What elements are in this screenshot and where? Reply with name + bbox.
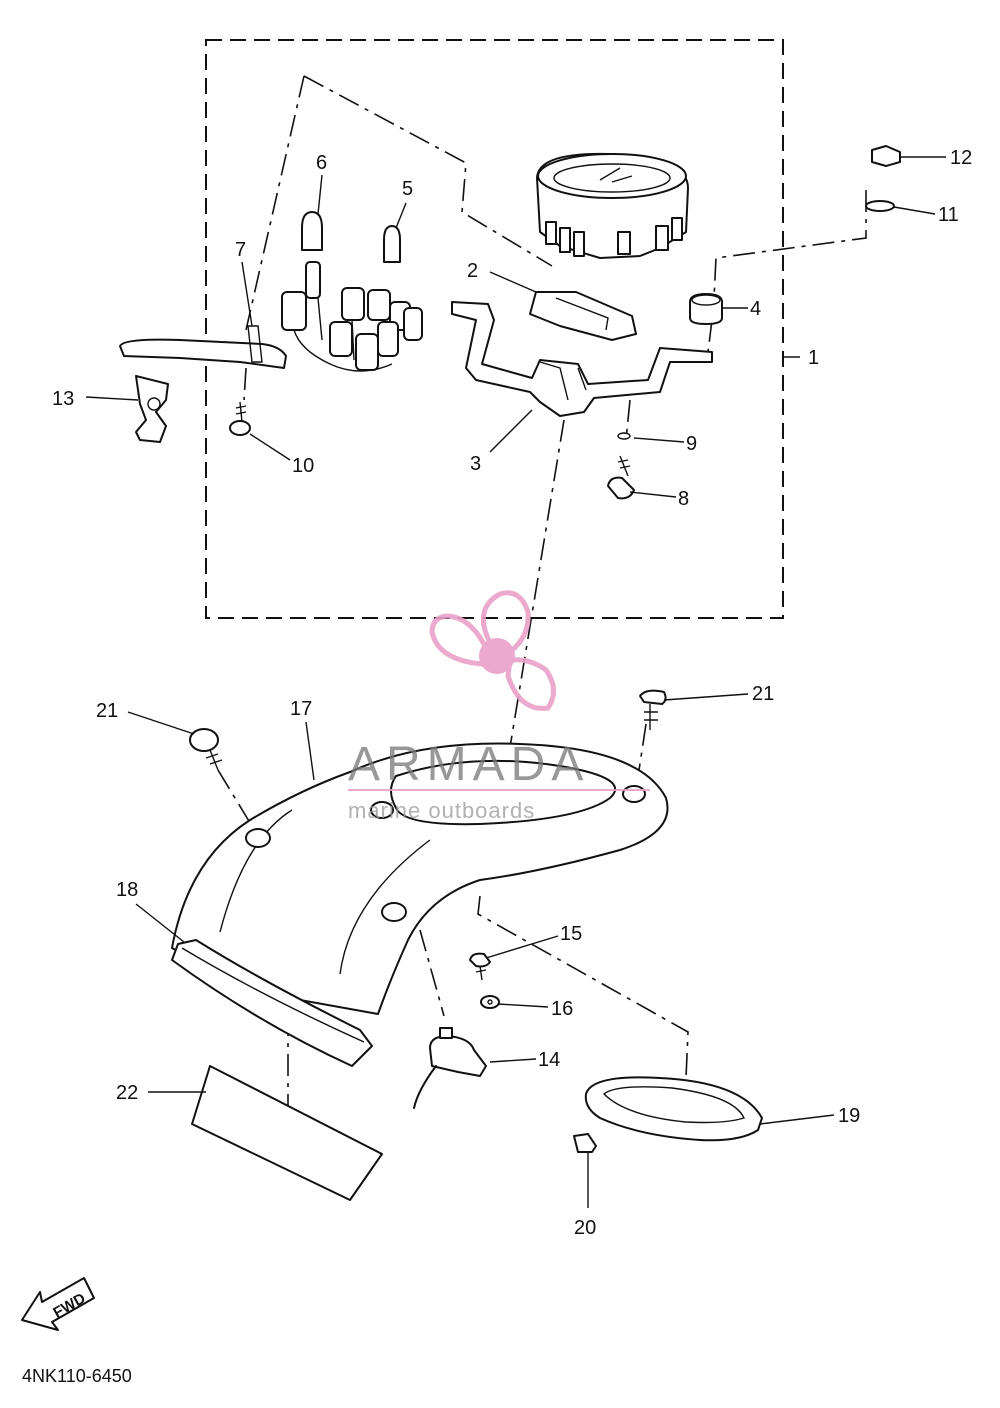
connector-line bbox=[419, 929, 445, 1017]
ring-part-19 bbox=[584, 1076, 763, 1142]
callout-7: 7 bbox=[235, 239, 246, 261]
callout-5: 5 bbox=[402, 178, 413, 200]
callout-1: 1 bbox=[808, 347, 819, 369]
callout-22: 22 bbox=[116, 1082, 138, 1104]
panel-part-22 bbox=[191, 1065, 383, 1201]
callout-21-right: 21 bbox=[752, 683, 774, 705]
meter-cover-part-17 bbox=[171, 742, 669, 1015]
callout-16: 16 bbox=[551, 998, 573, 1020]
washer-part-11 bbox=[865, 200, 895, 212]
callout-12: 12 bbox=[950, 147, 972, 169]
callout-18: 18 bbox=[116, 879, 138, 901]
watermark-tagline: marine outboards bbox=[348, 798, 535, 823]
callout-10: 10 bbox=[292, 455, 314, 477]
callout-9: 9 bbox=[686, 433, 697, 455]
callout-21-left: 21 bbox=[96, 700, 118, 722]
bulb-part-6 bbox=[301, 211, 323, 251]
callout-2: 2 bbox=[467, 260, 478, 282]
socket-harness-part-7 bbox=[119, 261, 423, 372]
callout-19: 19 bbox=[838, 1105, 860, 1127]
connector-line bbox=[303, 75, 553, 267]
armada-logo: ARMADA marine outboards bbox=[348, 590, 650, 823]
connector-line bbox=[707, 319, 713, 353]
sensor-part-14 bbox=[413, 1027, 487, 1109]
bracket-part-2 bbox=[529, 291, 637, 341]
screw-part-8 bbox=[607, 455, 635, 500]
callout-8: 8 bbox=[678, 488, 689, 510]
stay-bracket-part-3 bbox=[451, 301, 713, 417]
callout-4: 4 bbox=[750, 298, 761, 320]
screw-part-15 bbox=[469, 952, 491, 981]
callout-14: 14 bbox=[538, 1049, 560, 1071]
clip-part-20 bbox=[573, 1133, 597, 1153]
connector-line bbox=[245, 75, 305, 331]
callout-13: 13 bbox=[52, 388, 74, 410]
connector-line bbox=[217, 769, 259, 837]
callout-6: 6 bbox=[316, 152, 327, 174]
connector-line bbox=[713, 190, 867, 299]
nut-part-12 bbox=[871, 145, 901, 167]
meter-housing bbox=[536, 152, 689, 259]
propeller-icon bbox=[429, 590, 556, 711]
watermark-brand: ARMADA bbox=[348, 738, 589, 791]
connector-line bbox=[243, 367, 247, 401]
assembly-boundary bbox=[205, 39, 784, 619]
connector-line bbox=[477, 895, 689, 1079]
grommet-part-4 bbox=[689, 293, 723, 325]
callout-20: 20 bbox=[574, 1217, 596, 1239]
bolt-part-21-left bbox=[189, 728, 223, 771]
screw-part-10 bbox=[229, 401, 251, 436]
washer-part-9 bbox=[617, 432, 631, 440]
diagram-reference: 4NK110-6450 bbox=[22, 1366, 132, 1386]
fwd-arrow-icon: FWD bbox=[21, 1277, 95, 1331]
callout-3: 3 bbox=[470, 453, 481, 475]
strip-part-18 bbox=[171, 939, 373, 1067]
connector-line bbox=[625, 399, 631, 441]
leader-lines bbox=[85, 156, 946, 1208]
callout-15: 15 bbox=[560, 923, 582, 945]
bulb-part-5 bbox=[383, 225, 401, 263]
callout-17: 17 bbox=[290, 698, 312, 720]
clamp-part-13 bbox=[135, 375, 169, 443]
washer-part-16 bbox=[480, 995, 500, 1009]
bolt-part-21-right bbox=[639, 689, 667, 730]
callout-11: 11 bbox=[938, 204, 959, 226]
